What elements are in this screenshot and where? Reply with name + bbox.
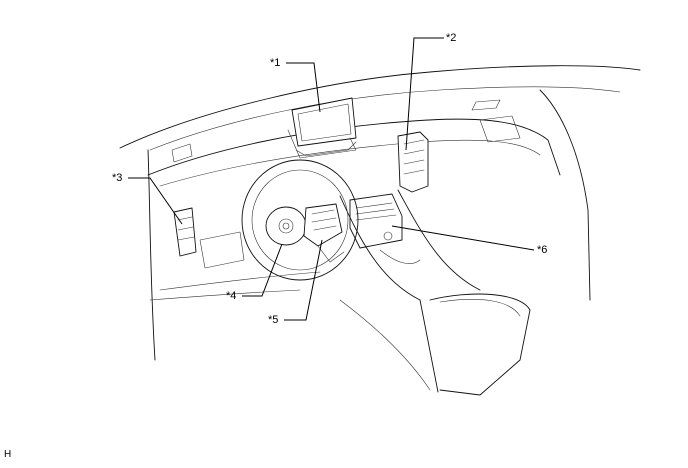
right-vent-top [471, 99, 501, 111]
callout-1: *1 [270, 57, 281, 69]
spiral-cable [265, 206, 307, 246]
center-bracket-detail [403, 139, 425, 175]
left-door-pocket [199, 231, 245, 269]
audio-panel-slots [355, 202, 397, 221]
display-mount [295, 141, 357, 157]
display-monitor [291, 97, 357, 147]
windshield-line [119, 65, 641, 149]
left-vent [171, 143, 193, 163]
left-pillar [147, 149, 156, 361]
leader-1 [286, 62, 321, 113]
column-switch-detail [311, 209, 337, 231]
left-lower-trim [149, 289, 301, 301]
spiral-cable-center [282, 222, 290, 230]
callout-2: *2 [446, 32, 457, 44]
left-lower-dash [159, 271, 321, 291]
leader-5 [284, 239, 323, 321]
steering-column [317, 245, 345, 263]
leader-3 [128, 177, 183, 225]
spiral-cable-hub [278, 218, 294, 234]
audio-panel [349, 193, 403, 249]
windshield-inner-line [149, 86, 621, 151]
center-stack [339, 195, 421, 301]
callout-6: *6 [537, 244, 548, 256]
right-vent [479, 115, 521, 143]
dash-top-surface [147, 118, 561, 176]
dash-crease [159, 139, 541, 187]
leader-6 [391, 225, 535, 251]
side-switch-detail [177, 216, 195, 241]
column-switch [303, 203, 343, 247]
right-door-line [539, 89, 591, 301]
callout-3: *3 [112, 172, 123, 184]
leader-4 [242, 243, 283, 297]
audio-knob [383, 231, 393, 241]
console-armrest [429, 293, 531, 396]
callout-4: *4 [226, 290, 237, 302]
display-bracket [287, 129, 357, 159]
corner-mark: H [4, 449, 12, 460]
steering-wheel-rim [241, 159, 359, 281]
callout-5: *5 [268, 314, 279, 326]
console-armrest-top [439, 299, 521, 317]
center-stack-right [397, 189, 481, 291]
shifter [379, 249, 421, 264]
floor-line [339, 299, 431, 391]
side-switch [173, 207, 197, 257]
display-screen [297, 103, 352, 142]
console-side [419, 299, 439, 393]
leader-2 [405, 37, 444, 151]
steering-wheel-inner [251, 169, 349, 271]
